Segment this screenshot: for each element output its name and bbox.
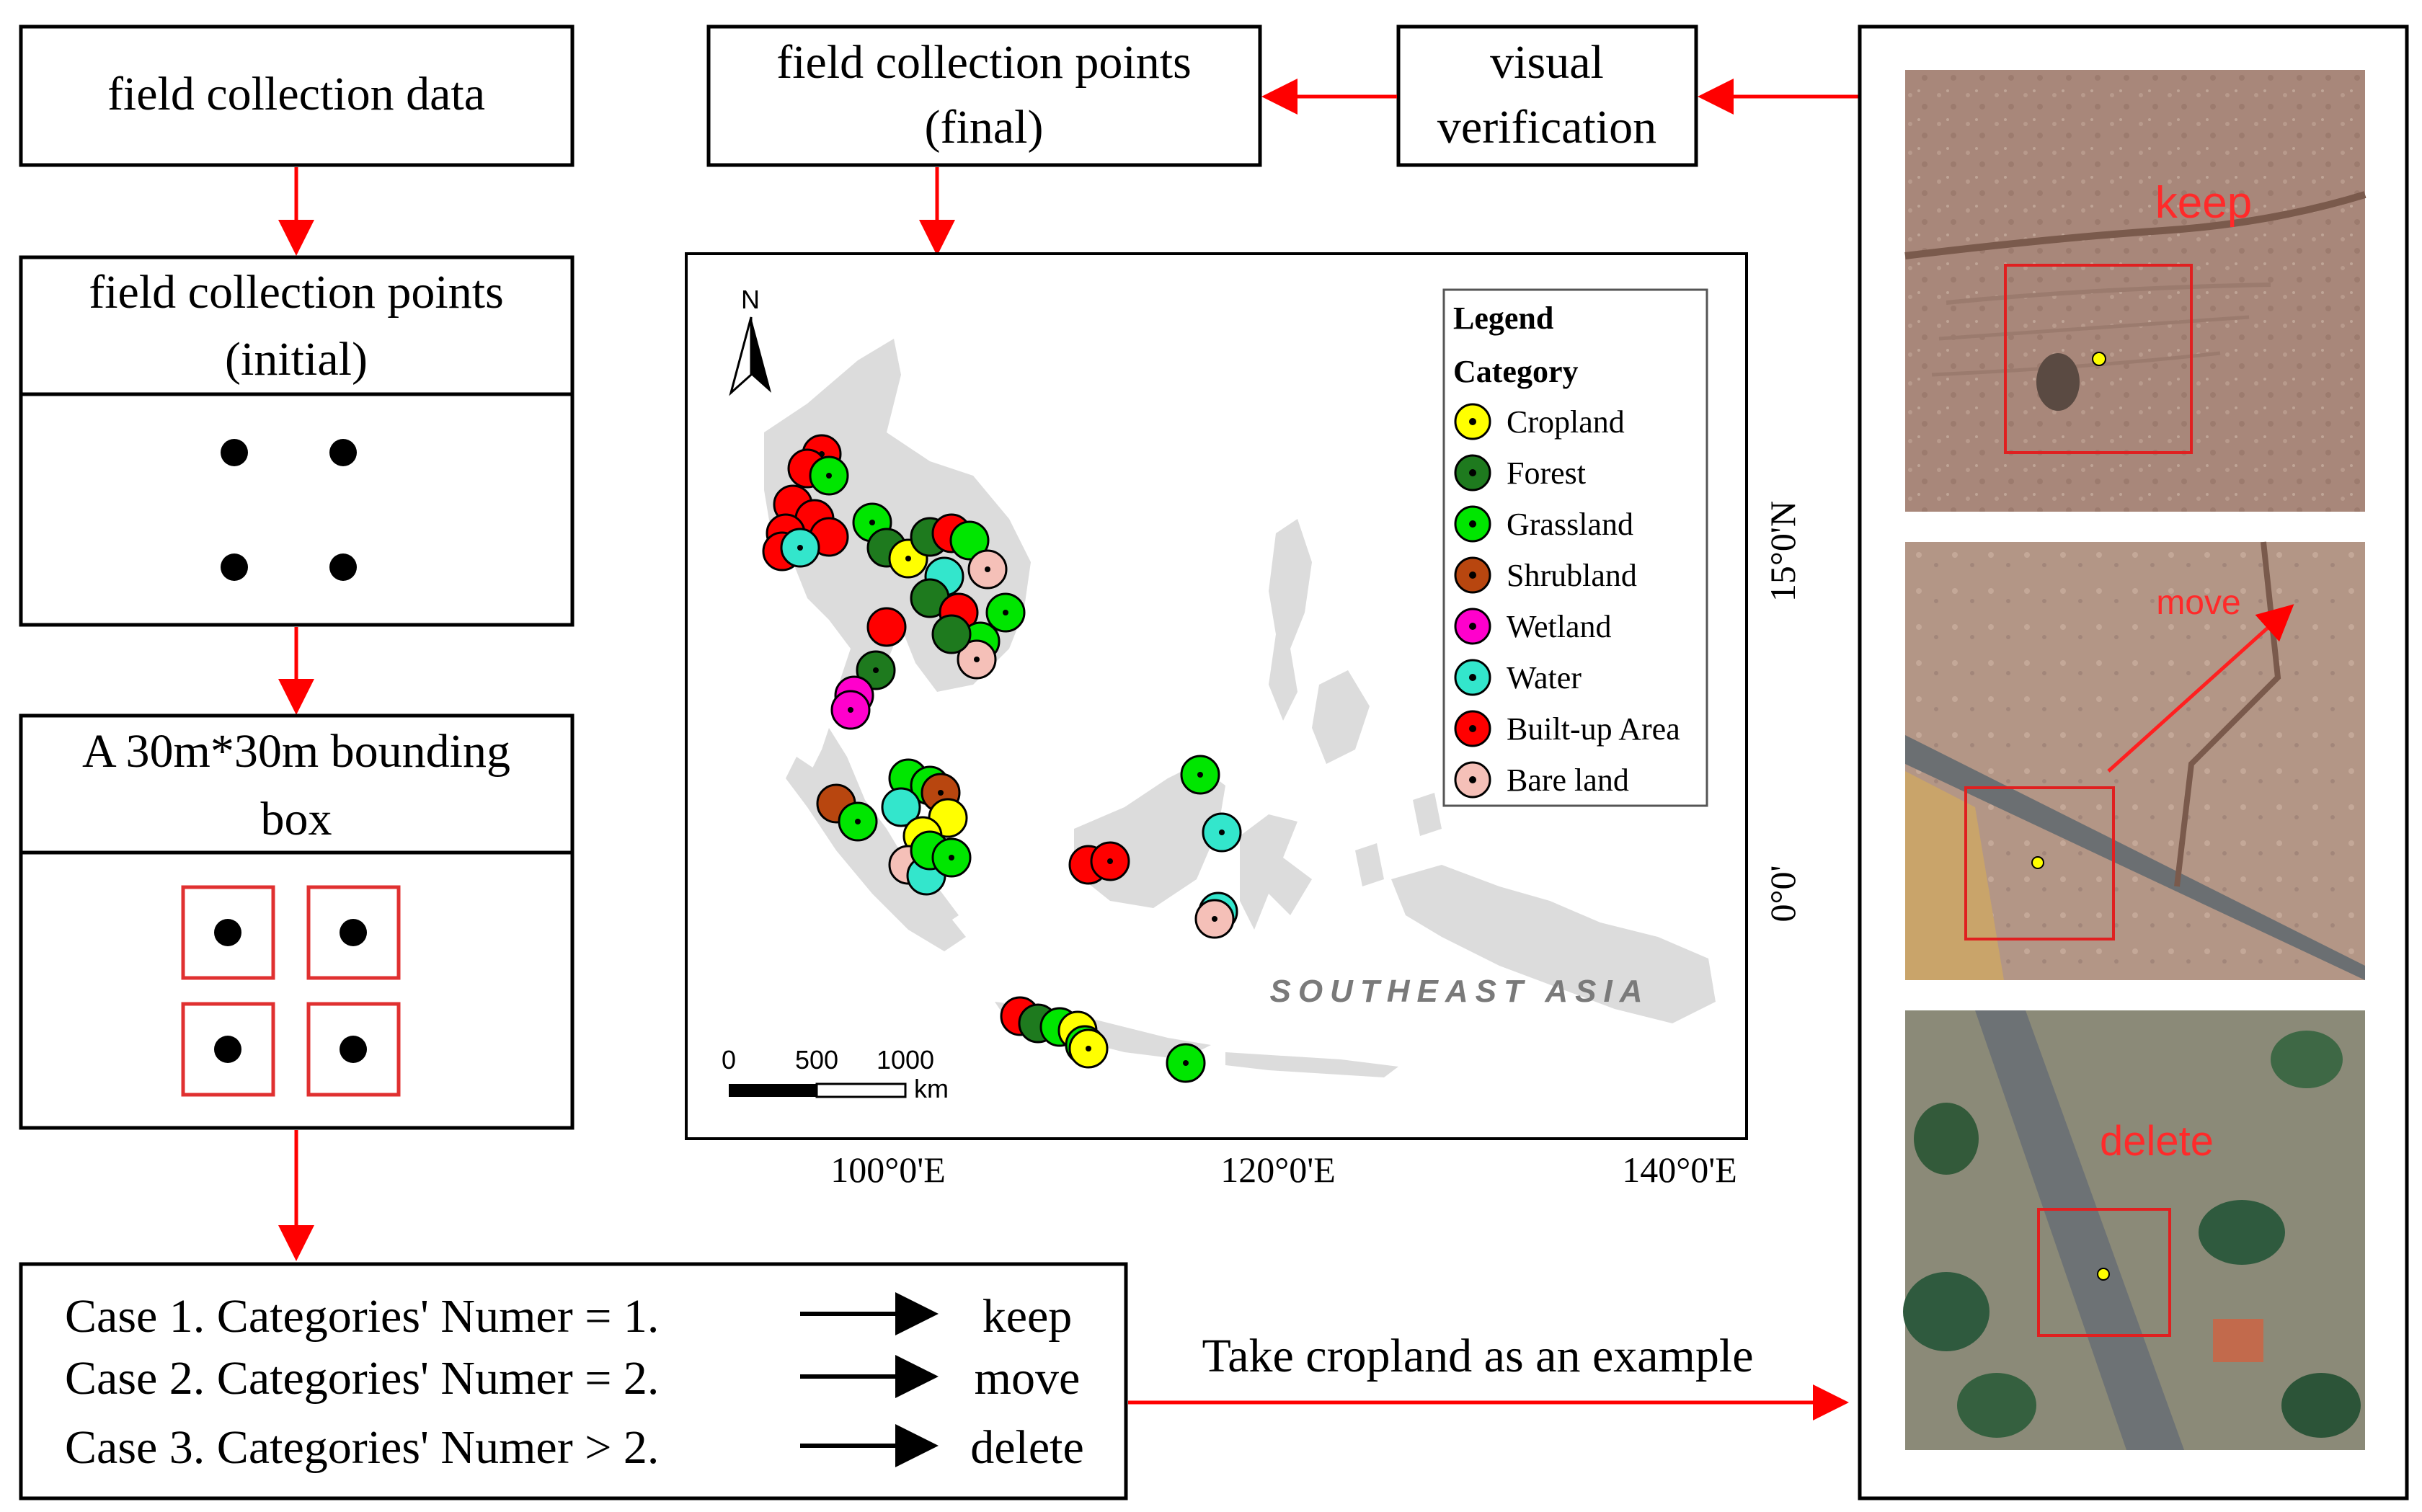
points-initial-title-2: (initial)	[225, 333, 368, 386]
move-direction-arrow	[2107, 604, 2294, 773]
legend-swatch-dot	[1469, 469, 1476, 476]
delete-example-image: delete	[1903, 1010, 2365, 1450]
legend-item: Bare land	[1454, 761, 1629, 799]
legend-label: Water	[1507, 660, 1582, 695]
legend-item: Shrubland	[1454, 556, 1637, 594]
examples-panel: keep move delete	[1858, 25, 2409, 1500]
north-arrow: N	[729, 285, 771, 396]
case-2-action: move	[975, 1352, 1081, 1405]
legend-item: Built-up Area	[1454, 710, 1680, 747]
scale-tick-0: 0	[722, 1045, 736, 1075]
move-example-image: move	[1905, 541, 2365, 980]
case-1-label: Case 1. Categories' Numer = 1.	[65, 1290, 659, 1343]
legend-label: Shrubland	[1507, 558, 1637, 593]
lon-tick-120: 120°0'E	[1220, 1149, 1336, 1190]
move-label: move	[2156, 584, 2240, 622]
visual-title-1: visual	[1490, 36, 1604, 89]
bbox-square	[181, 885, 275, 980]
points-final-box: field collection points (final)	[706, 25, 1262, 167]
legend-label: Built-up Area	[1507, 711, 1680, 747]
scale-unit: km	[914, 1074, 949, 1103]
field-collection-data-label: field collection data	[107, 68, 485, 120]
sample-point	[221, 439, 248, 466]
map-panel: N SOUTHEAST ASIA 0 500 1000 km Legend Ca…	[685, 252, 1748, 1140]
sample-point	[329, 439, 357, 466]
keep-bbox	[2004, 264, 2193, 454]
legend-item: Cropland	[1454, 403, 1625, 440]
bbox-square	[306, 885, 401, 980]
points-initial-box: field collection points (initial)	[19, 255, 575, 627]
region-label: SOUTHEAST ASIA	[1269, 974, 1649, 1009]
legend-title: Legend	[1453, 301, 1553, 336]
move-bbox	[1964, 786, 2115, 940]
sample-point	[329, 553, 357, 581]
legend-label: Wetland	[1507, 609, 1612, 644]
sample-point	[214, 919, 241, 946]
scale-bar: 0 500 1000 km	[722, 1045, 949, 1103]
legend-label: Forest	[1507, 455, 1586, 491]
keep-example-image: keep	[1904, 70, 2366, 512]
north-label: N	[741, 285, 760, 314]
visual-title-2: verification	[1437, 101, 1656, 154]
sample-point	[340, 919, 367, 946]
legend-label: Bare land	[1507, 762, 1629, 798]
sample-point	[214, 1036, 241, 1063]
visual-verification-box: visual verification	[1396, 25, 1698, 167]
legend-swatch-dot	[1469, 623, 1476, 630]
bbox-square	[181, 1002, 275, 1097]
lon-tick-100: 100°0'E	[830, 1149, 946, 1190]
legend-swatch-dot	[1469, 776, 1476, 783]
legend-swatch-dot	[1469, 572, 1476, 579]
legend-swatch-dot	[1469, 520, 1476, 528]
map-points	[762, 434, 1242, 1083]
map-legend: Legend Category CroplandForestGrasslandS…	[1442, 288, 1708, 807]
points-final-title-2: (final)	[925, 101, 1044, 154]
sample-point	[340, 1036, 367, 1063]
legend-subtitle: Category	[1453, 354, 1579, 389]
field-collection-data-box: field collection data	[19, 25, 575, 167]
bbox-title-1: A 30m*30m bounding	[82, 725, 510, 778]
sample-point	[221, 553, 248, 581]
case-3-label: Case 3. Categories' Numer > 2.	[65, 1421, 659, 1474]
keep-label: keep	[2155, 178, 2252, 228]
bounding-box-box: A 30m*30m bounding box	[19, 713, 575, 1130]
scale-tick-1000: 1000	[877, 1045, 934, 1075]
example-label: Take cropland as an example	[1202, 1330, 1753, 1382]
cases-box: Case 1. Categories' Numer = 1. Case 2. C…	[19, 1262, 1128, 1500]
legend-swatch-dot	[1469, 418, 1476, 425]
points-final-title-1: field collection points	[776, 36, 1192, 89]
lon-tick-140: 140°0'E	[1622, 1149, 1737, 1190]
legend-item: Wetland	[1454, 608, 1612, 645]
case-3-action: delete	[970, 1421, 1084, 1474]
legend-item: Water	[1454, 659, 1582, 696]
bbox-square	[306, 1002, 401, 1097]
scale-tick-500: 500	[795, 1045, 838, 1075]
legend-item: Grassland	[1454, 505, 1633, 543]
lat-tick-0: 0°0'	[1762, 865, 1803, 922]
legend-swatch-dot	[1469, 674, 1476, 681]
lat-tick-15: 15°0'N	[1762, 501, 1803, 602]
legend-label: Grassland	[1507, 507, 1633, 542]
bbox-title-2: box	[261, 793, 332, 845]
case-2-label: Case 2. Categories' Numer = 2.	[65, 1352, 659, 1405]
legend-swatch-dot	[1469, 725, 1476, 732]
case-1-action: keep	[982, 1290, 1073, 1343]
legend-label: Cropland	[1507, 404, 1625, 440]
points-initial-title-1: field collection points	[89, 266, 504, 319]
legend-item: Forest	[1454, 454, 1586, 492]
delete-bbox	[2037, 1208, 2171, 1337]
delete-label: delete	[2100, 1118, 2214, 1165]
